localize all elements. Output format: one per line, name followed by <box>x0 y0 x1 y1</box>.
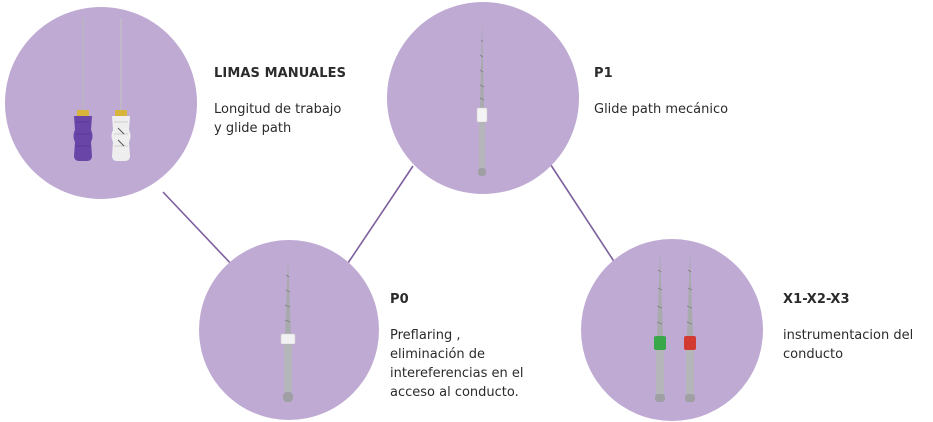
step-limas-text: LIMAS MANUALES Longitud de trabajo y gli… <box>214 64 384 138</box>
step-x-title: X1-X2-X3 <box>783 292 850 307</box>
x-files-icon <box>654 252 696 402</box>
step-p1-description: Glide path mecánico <box>594 102 729 117</box>
connector-limas-p0 <box>162 191 235 268</box>
step-p1-text: P1 Glide path mecánico <box>594 64 774 119</box>
step-p1-title: P1 <box>594 66 613 81</box>
circle-limas <box>5 7 197 199</box>
step-p0-text: P0 Preflaring , eliminación de interefer… <box>390 290 570 402</box>
p0-rotary-file-icon <box>280 258 296 402</box>
p1-rotary-file-icon <box>476 20 488 176</box>
step-limas-description: Longitud de trabajo y glide path <box>214 102 342 136</box>
step-limas-title: LIMAS MANUALES <box>214 66 347 81</box>
step-p0-title: P0 <box>390 292 409 307</box>
step-x-text: X1-X2-X3 instrumentacion del conducto <box>783 290 933 364</box>
step-p0-description: Preflaring , eliminación de intereferenc… <box>390 328 524 400</box>
circle-x <box>581 239 763 421</box>
connector-p1-x <box>542 152 618 267</box>
connector-p0-p1 <box>345 165 414 267</box>
step-x-description: instrumentacion del conducto <box>783 328 914 362</box>
manual-files-icon <box>73 18 131 161</box>
